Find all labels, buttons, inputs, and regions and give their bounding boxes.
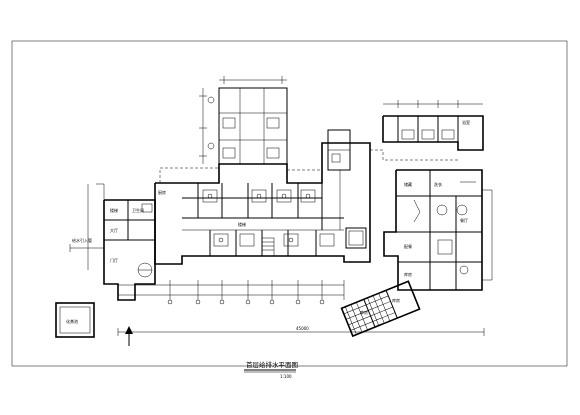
- room-label: 卫生间: [132, 207, 144, 213]
- room-label: 楼梯: [110, 207, 118, 213]
- room-label: 库房: [360, 309, 368, 315]
- drawing-title: 首层给排水平面图: [246, 360, 298, 369]
- room-label: 库房: [392, 297, 400, 303]
- title-block: 首层给排水平面图 1:100: [244, 360, 298, 379]
- room-label: 大厅: [110, 227, 118, 233]
- north-arrow-icon: [125, 326, 133, 346]
- labels: 楼梯 大厅 门厅 卫生间 厨房 楼梯 浴室 储藏 洗衣 餐厅 配餐 库房 库房 …: [66, 119, 470, 331]
- side-label: 给水引入管: [72, 237, 92, 243]
- main-wing: [154, 129, 371, 265]
- north-east-block: [370, 100, 484, 161]
- drawing-scale: 1:100: [280, 374, 292, 379]
- east-block: [383, 169, 493, 291]
- room-label: 洗衣: [434, 181, 442, 187]
- room-label: 化粪池: [66, 318, 78, 324]
- room-label: 餐厅: [460, 217, 468, 223]
- drawing-frame: [11, 40, 568, 367]
- room-label: 门厅: [110, 257, 118, 263]
- left-lobby: [69, 183, 156, 301]
- room-label: 楼梯: [238, 221, 246, 227]
- dimension-row-bottom: [117, 280, 485, 336]
- room-label: 库房: [404, 271, 412, 277]
- south-east-pavilion: [340, 280, 421, 338]
- room-label: 配餐: [404, 243, 412, 249]
- north-tower: [199, 76, 288, 165]
- room-label: 储藏: [404, 181, 412, 187]
- south-west-annex: [55, 302, 95, 338]
- room-label: 浴室: [462, 119, 470, 125]
- dimension-label: 45000: [296, 326, 309, 331]
- room-label: 厨房: [158, 189, 166, 195]
